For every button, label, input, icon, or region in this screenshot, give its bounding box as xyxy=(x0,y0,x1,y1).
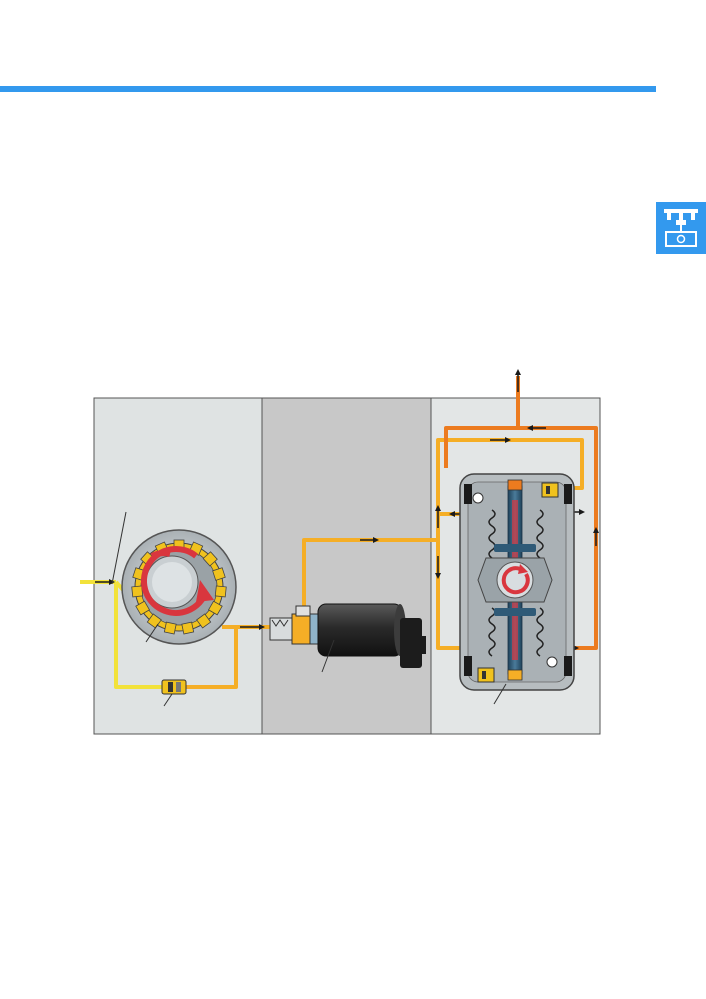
metering-unit-icon xyxy=(269,603,426,668)
radial-piston-pump-icon xyxy=(459,473,575,691)
header-rule xyxy=(0,86,656,92)
injection-pump-icon xyxy=(664,209,698,247)
fuel-metering-panel xyxy=(261,397,432,735)
callout-leaders xyxy=(111,511,507,707)
overflow-valve-icon xyxy=(161,679,187,695)
gear-pump-icon xyxy=(121,529,237,645)
chapter-tab xyxy=(656,202,706,254)
